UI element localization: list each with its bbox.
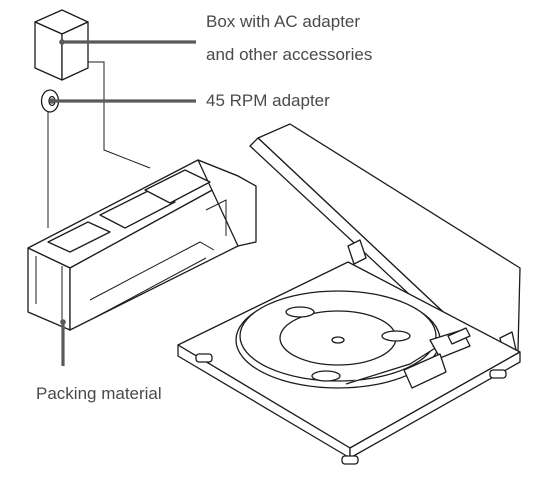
packing-label: Packing material bbox=[36, 384, 162, 403]
turntable-illustration bbox=[177, 123, 521, 465]
connector-lines bbox=[47, 61, 151, 228]
packing-material-illustration bbox=[27, 159, 257, 331]
leader-lines bbox=[49, 39, 196, 366]
accessory-box-illustration bbox=[34, 9, 89, 81]
box-label-line2: and other accessories bbox=[206, 45, 373, 64]
box-label-line1: Box with AC adapter bbox=[206, 12, 361, 31]
adapter-label: 45 RPM adapter bbox=[206, 91, 330, 110]
